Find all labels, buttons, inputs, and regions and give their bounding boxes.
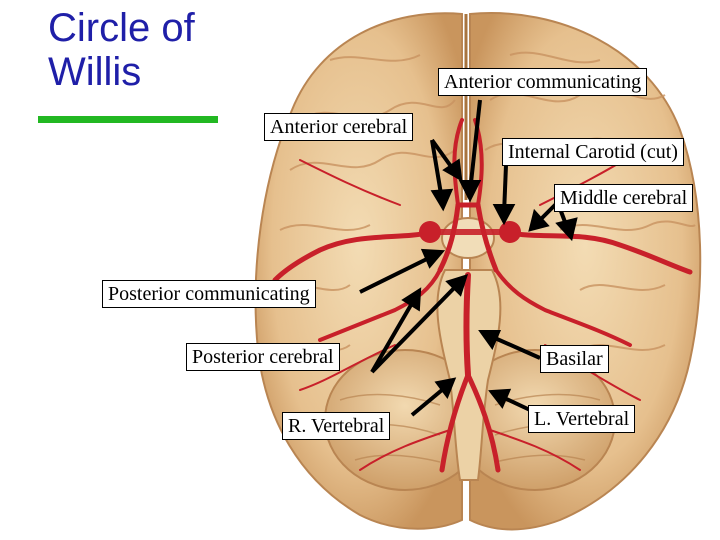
label-anterior-cerebral: Anterior cerebral — [264, 113, 414, 141]
label-r-vertebral: R. Vertebral — [282, 412, 391, 440]
title-line-2: Willis — [48, 50, 142, 94]
label-l-vertebral: L. Vertebral — [528, 405, 636, 433]
label-posterior-communicating: Posterior communicating — [102, 280, 316, 308]
label-middle-cerebral: Middle cerebral — [554, 184, 694, 212]
label-basilar: Basilar — [540, 345, 609, 373]
page-title: Circle of Willis — [48, 6, 248, 94]
title-accent-bar — [38, 116, 218, 123]
pointer-arrows — [359, 99, 578, 417]
label-anterior-communicating: Anterior communicating — [438, 68, 648, 96]
title-line-1: Circle of — [48, 6, 195, 50]
carotid-left-stump — [419, 221, 441, 243]
carotid-right-stump — [499, 221, 521, 243]
label-posterior-cerebral: Posterior cerebral — [186, 343, 340, 371]
label-internal-carotid: Internal Carotid (cut) — [502, 138, 684, 166]
